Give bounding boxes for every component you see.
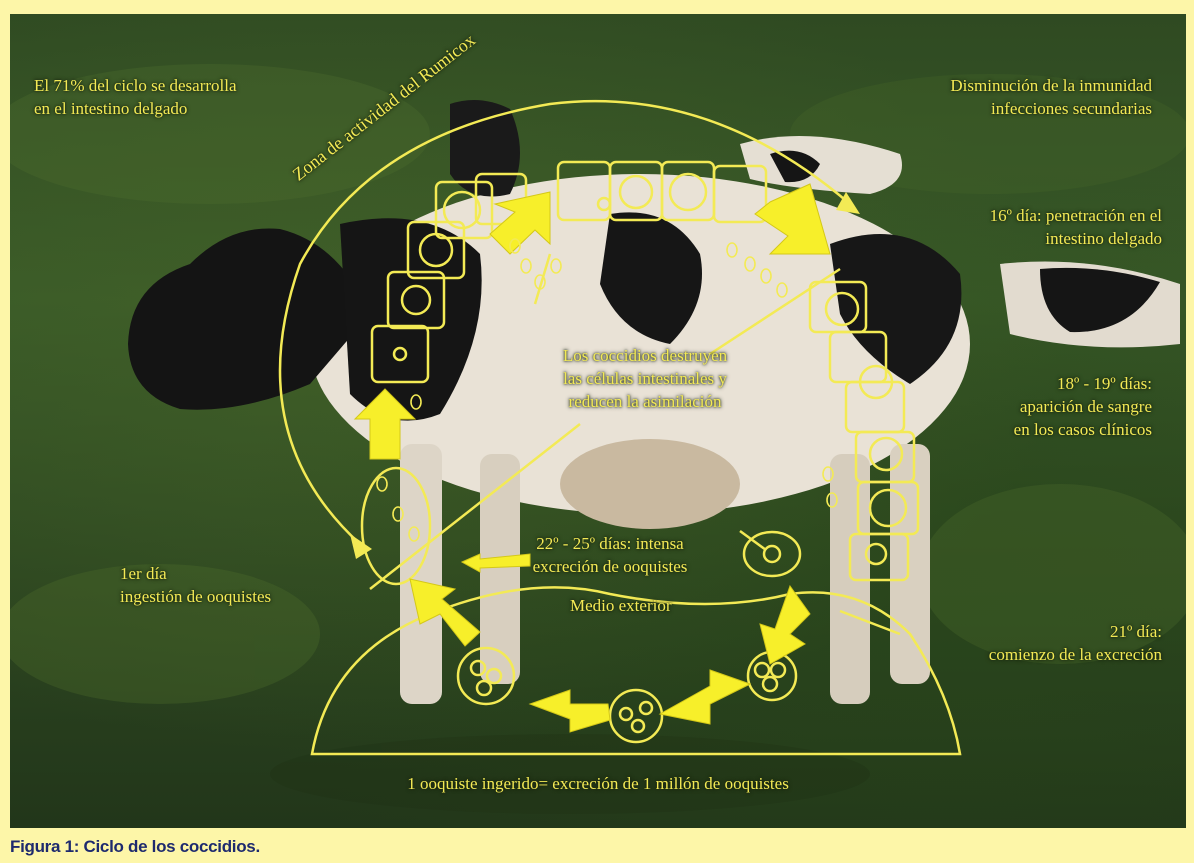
label-exterior: Medio exterior [570, 594, 672, 617]
label-day18-line2: aparición de sangre [1014, 395, 1152, 418]
label-day18-line1: 18º - 19º días: [1014, 372, 1152, 395]
label-day16: 16º día: penetración en el intestino del… [990, 204, 1162, 250]
label-top-left-line1: El 71% del ciclo se desarrolla [34, 74, 237, 97]
label-day16-line1: 16º día: penetración en el [990, 204, 1162, 227]
label-top-left-line2: en el intestino delgado [34, 97, 237, 120]
label-day22-line2: excreción de ooquistes [490, 555, 730, 578]
label-top-right: Disminución de la inmunidad infecciones … [950, 74, 1152, 120]
label-top-right-line2: infecciones secundarias [950, 97, 1152, 120]
figure-caption: Figura 1: Ciclo de los coccidios. [10, 837, 260, 857]
label-day22: 22º - 25º días: intensa excreción de ooq… [490, 532, 730, 578]
label-center-line3: reducen la asimilación [510, 390, 780, 413]
label-day1-line1: 1er día [120, 562, 271, 585]
label-bottom: 1 ooquiste ingerido= excreción de 1 mill… [10, 772, 1186, 795]
cow-photo-background: El 71% del ciclo se desarrolla en el int… [10, 14, 1186, 828]
label-day18: 18º - 19º días: aparición de sangre en l… [1014, 372, 1152, 441]
label-day18-line3: en los casos clínicos [1014, 418, 1152, 441]
arrow-bottom-left [530, 690, 610, 732]
label-top-right-line1: Disminución de la inmunidad [950, 74, 1152, 97]
label-center-line2: las células intestinales y [510, 367, 780, 390]
label-day1: 1er día ingestión de ooquistes [120, 562, 271, 608]
label-day1-line2: ingestión de ooquistes [120, 585, 271, 608]
label-center: Los coccidios destruyen las células inte… [510, 344, 780, 413]
coccidia-cycle-diagram [10, 14, 1186, 828]
label-day21-line2: comienzo de la excreción [989, 643, 1162, 666]
label-day22-line1: 22º - 25º días: intensa [490, 532, 730, 555]
label-day16-line2: intestino delgado [990, 227, 1162, 250]
label-top-left: El 71% del ciclo se desarrolla en el int… [34, 74, 237, 120]
label-center-line1: Los coccidios destruyen [510, 344, 780, 367]
label-day21: 21º día: comienzo de la excreción [989, 620, 1162, 666]
figure-caption-bar: Figura 1: Ciclo de los coccidios. [0, 833, 1194, 863]
label-day21-line1: 21º día: [989, 620, 1162, 643]
arrow-bottom-right [660, 670, 750, 724]
